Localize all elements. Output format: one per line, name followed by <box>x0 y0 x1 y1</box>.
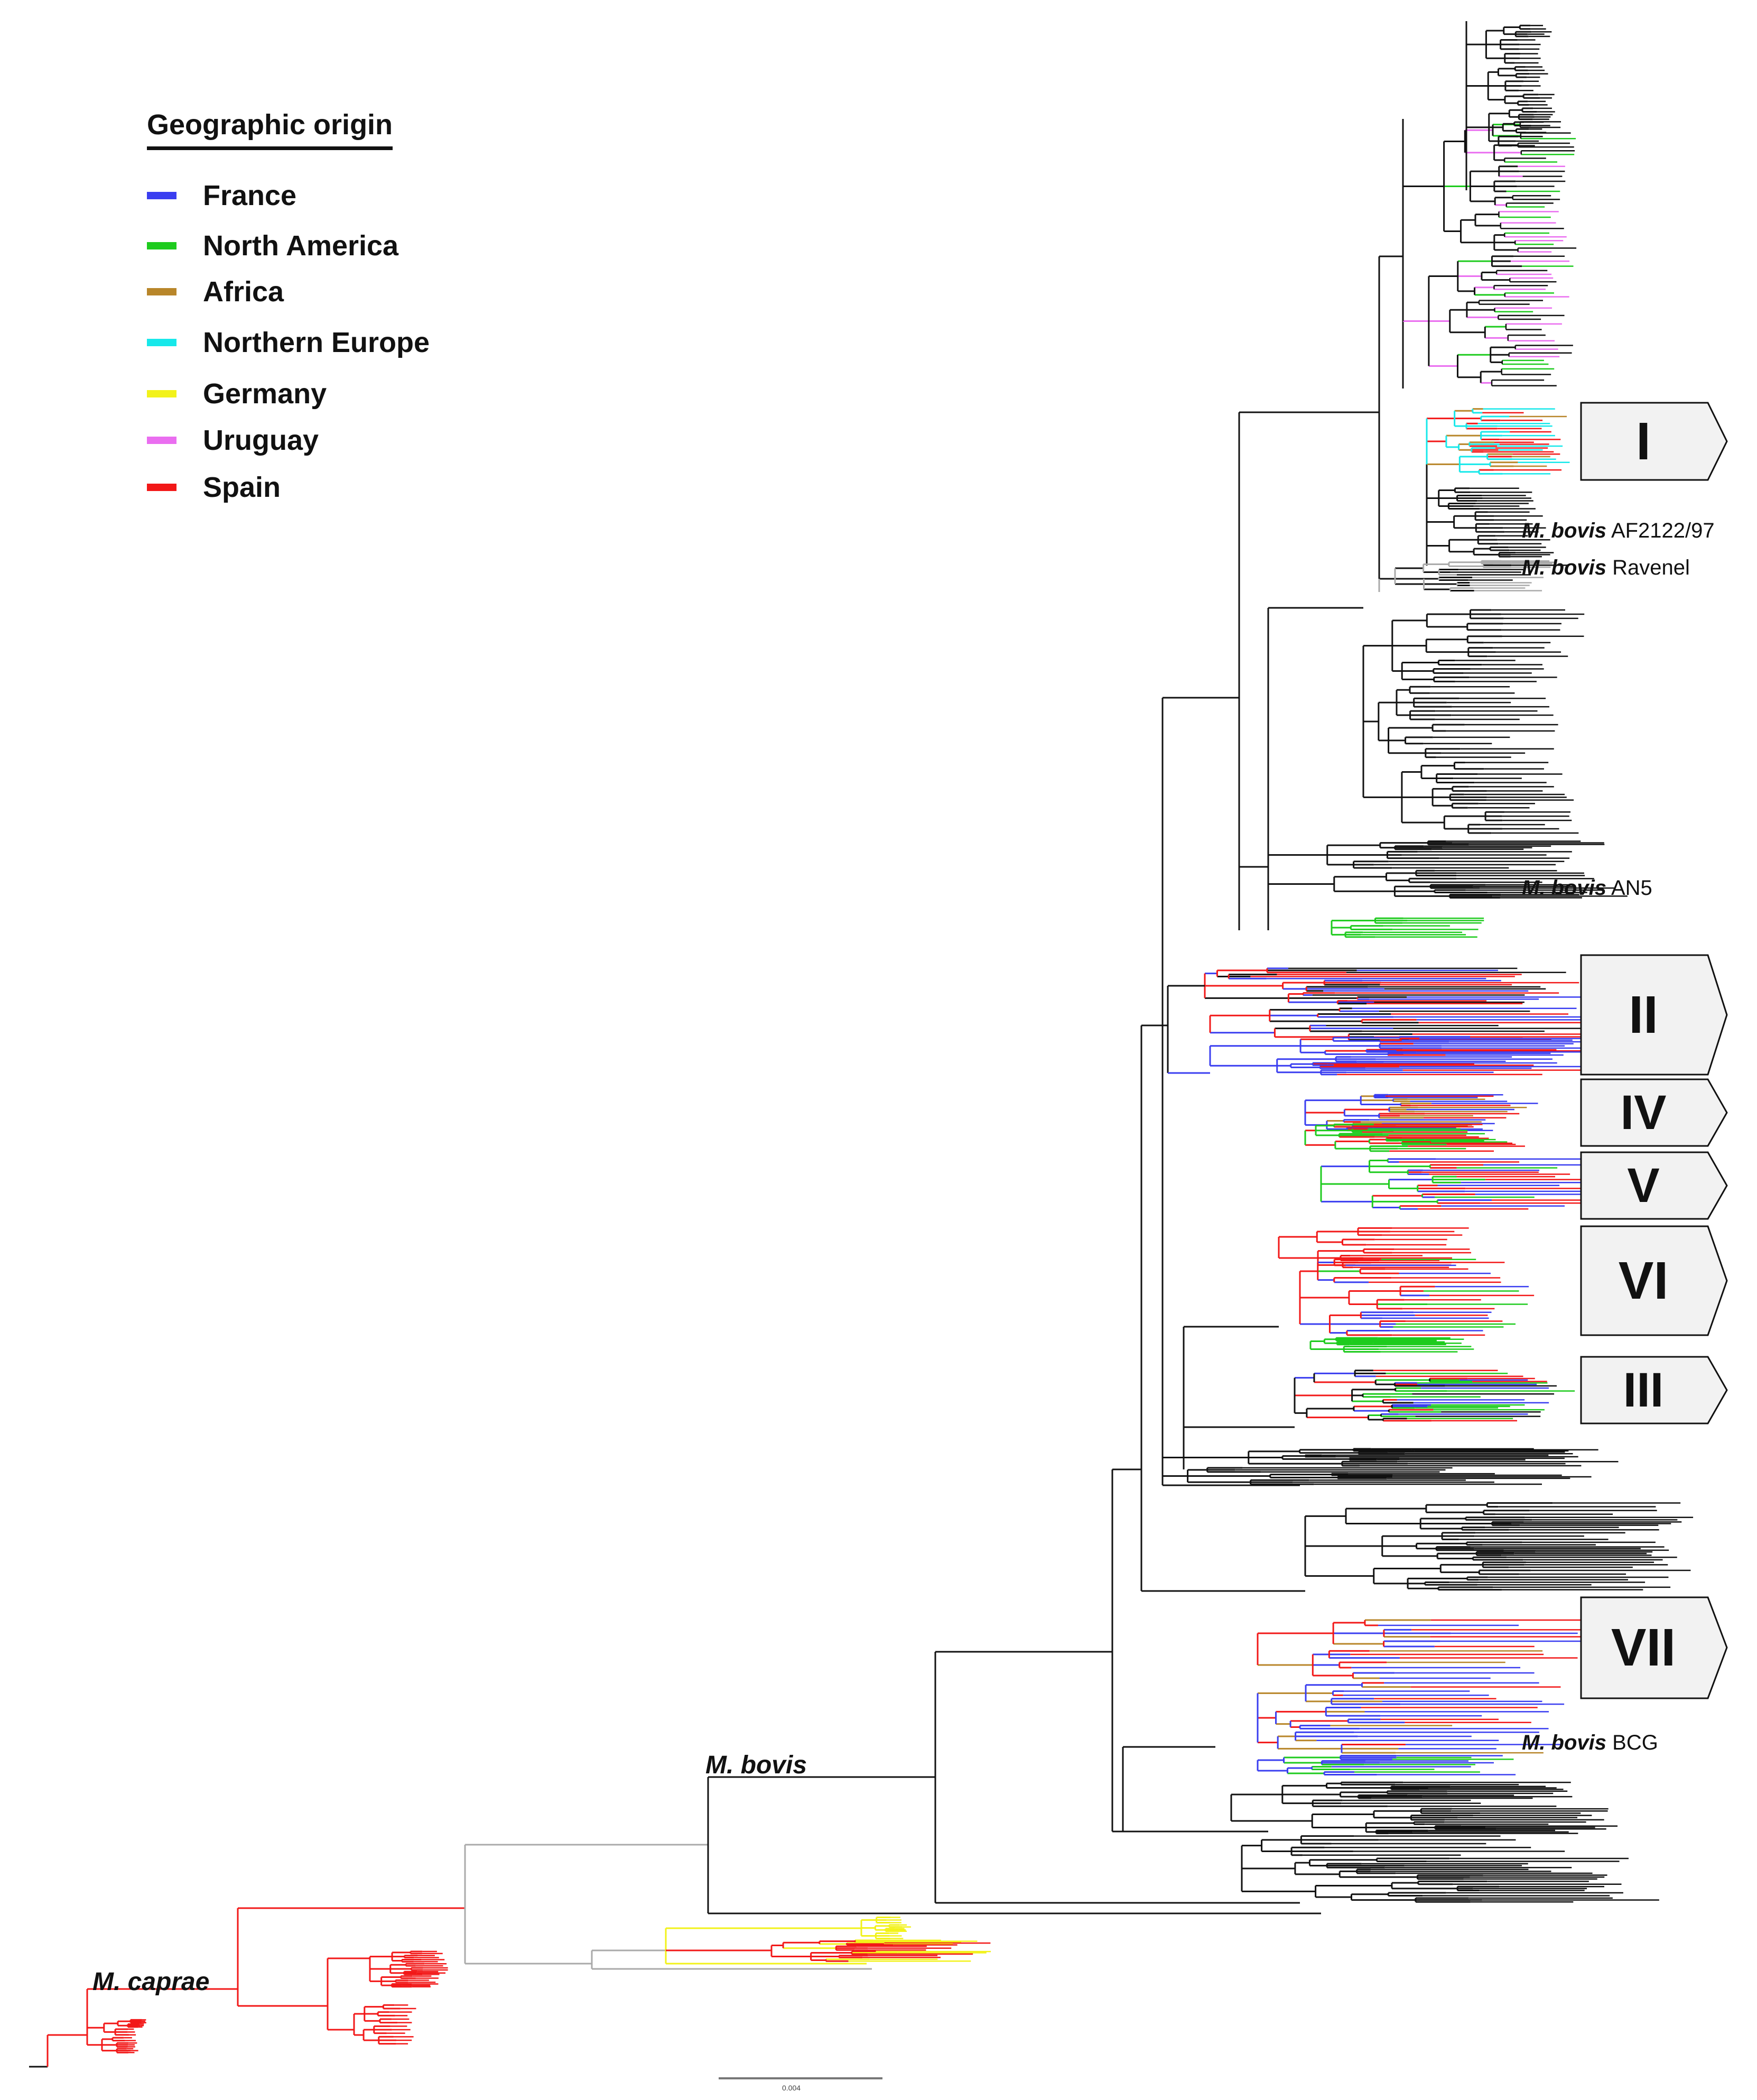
legend-item-africa: Africa <box>147 273 284 310</box>
legend-swatch <box>147 288 176 295</box>
strain-species: M. bovis <box>1522 556 1607 579</box>
legend-swatch <box>147 192 176 199</box>
legend-label: Africa <box>203 276 284 308</box>
species-label-caprae: M. caprae <box>92 1968 210 1996</box>
legend-swatch <box>147 390 176 397</box>
strain-name: BCG <box>1612 1731 1658 1754</box>
strain-species: M. bovis <box>1522 1731 1607 1754</box>
legend-label: Germany <box>203 378 327 410</box>
clade-label: VII <box>1611 1618 1676 1677</box>
strain-name: Ravenel <box>1612 556 1690 579</box>
legend-label: France <box>203 180 297 211</box>
strain-name: AN5 <box>1611 876 1652 900</box>
legend-label: Uruguay <box>203 424 319 456</box>
strain-label-an5: M. bovis AN5 <box>1522 876 1652 900</box>
legend-swatch <box>147 484 176 491</box>
strain-species: M. bovis <box>1522 519 1607 542</box>
clade-label: II <box>1629 985 1658 1044</box>
legend-item-northern-europe: Northern Europe <box>147 324 430 361</box>
legend-item-spain: Spain <box>147 469 281 506</box>
legend-swatch <box>147 339 176 346</box>
legend-item-uruguay: Uruguay <box>147 422 319 459</box>
clade-label: IV <box>1620 1086 1667 1140</box>
legend-item-north-america: North America <box>147 227 398 264</box>
clade-label: V <box>1627 1159 1660 1213</box>
strain-label-bcg: M. bovis BCG <box>1522 1731 1658 1755</box>
strain-species: M. bovis <box>1522 876 1607 900</box>
species-label-bovis: M. bovis <box>705 1751 807 1779</box>
scale-value: 0.004 <box>782 2084 801 2092</box>
clade-label: VI <box>1618 1251 1669 1310</box>
legend-swatch <box>147 437 176 444</box>
legend-title: Geographic origin <box>147 108 393 150</box>
strain-name: AF2122/97 <box>1611 519 1715 542</box>
legend-label: Northern Europe <box>203 327 430 358</box>
legend-label: North America <box>203 230 399 262</box>
legend-label: Spain <box>203 471 281 503</box>
legend-swatch <box>147 242 176 249</box>
clade-label: I <box>1636 412 1651 471</box>
legend-item-germany: Germany <box>147 375 327 412</box>
strain-label-ravenel: M. bovis Ravenel <box>1522 556 1690 580</box>
strain-label-af2122: M. bovis AF2122/97 <box>1522 519 1715 543</box>
scale-bar <box>719 2077 882 2079</box>
legend-item-france: France <box>147 177 296 214</box>
clade-label: III <box>1623 1363 1664 1417</box>
